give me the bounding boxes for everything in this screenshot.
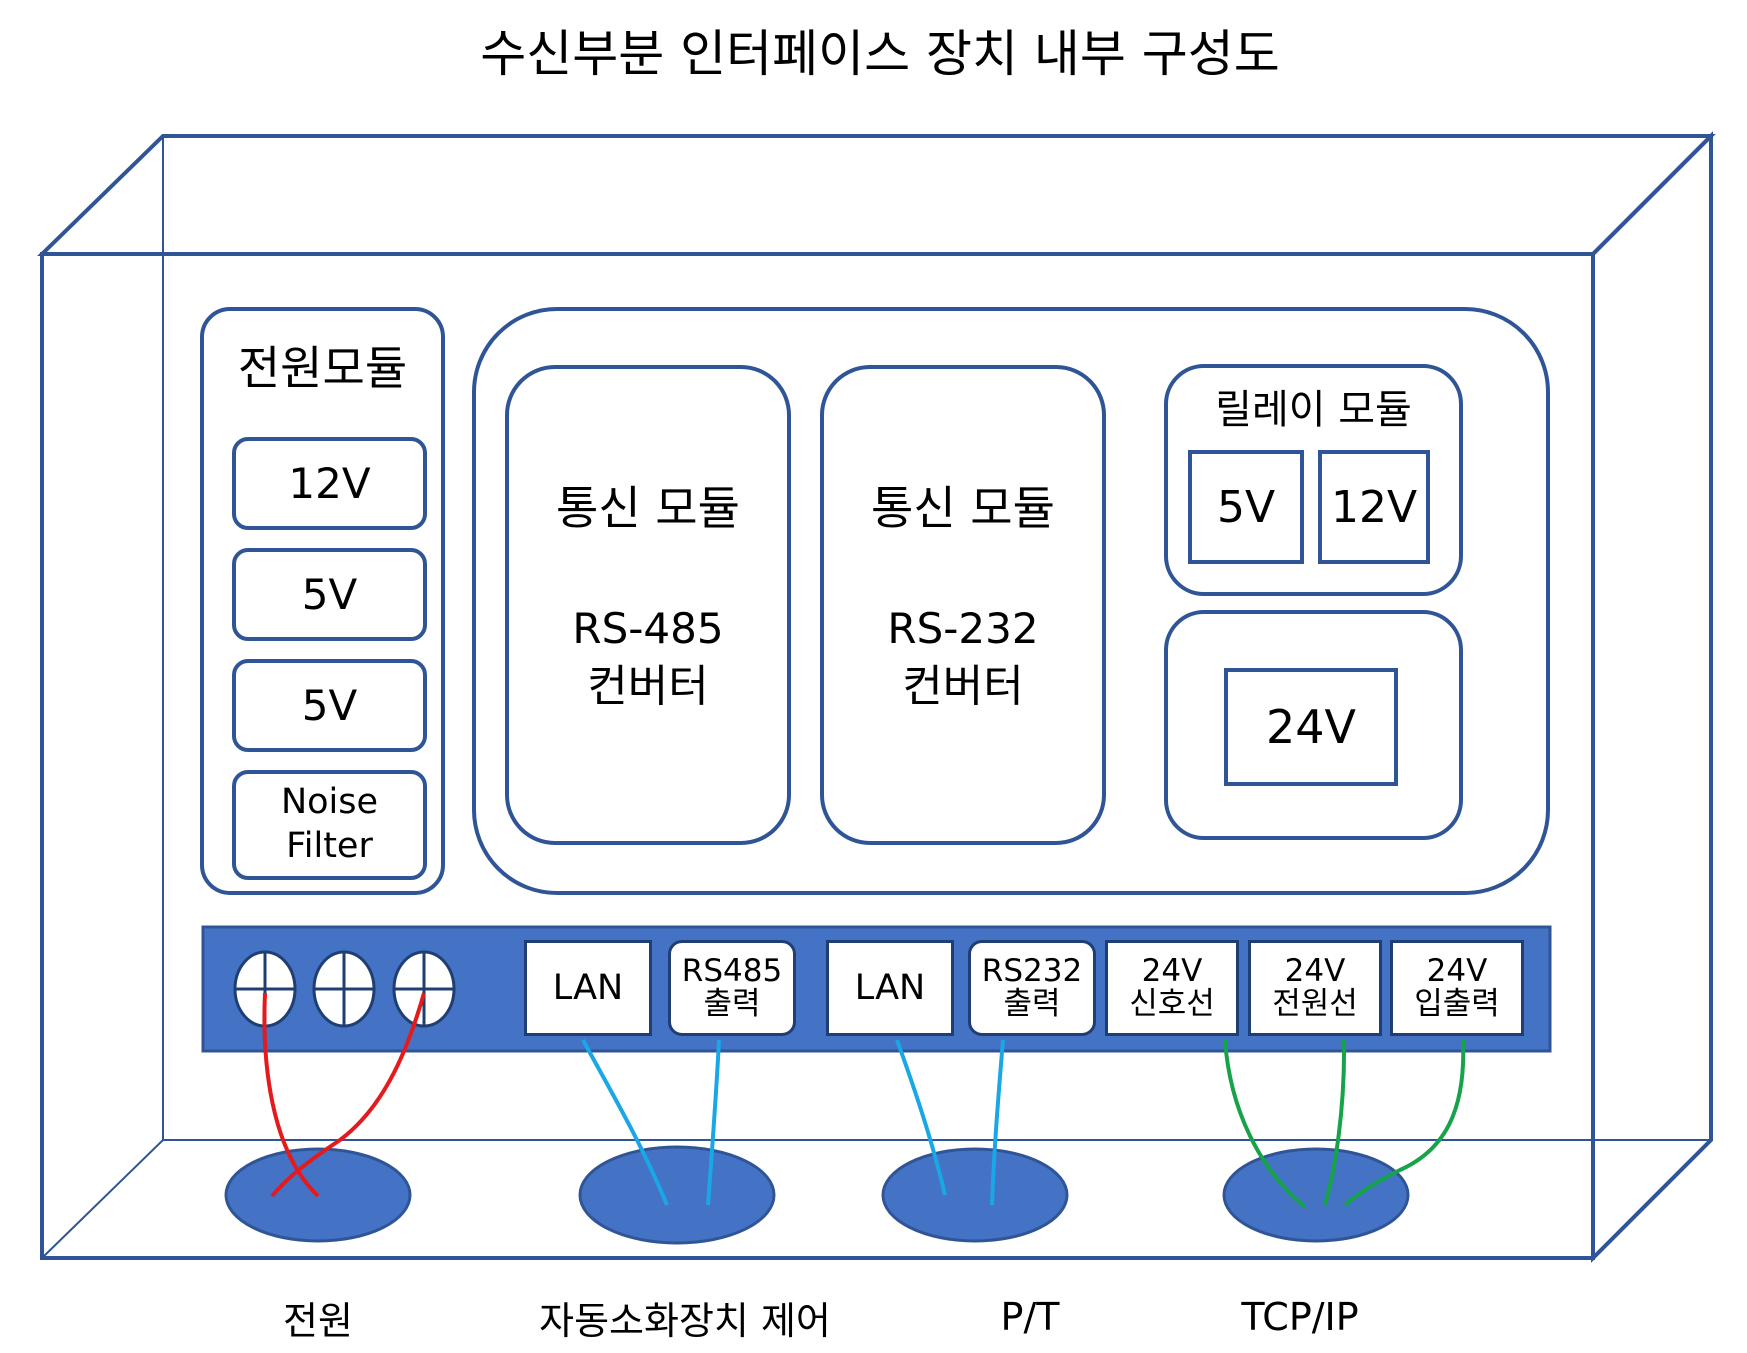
relay-12v: 12V bbox=[1318, 450, 1430, 564]
port-label: 24V bbox=[1284, 953, 1346, 990]
port-label: 신호선 bbox=[1129, 986, 1215, 1022]
tcpip-wire bbox=[1223, 1039, 1307, 1209]
enclosure-right-face bbox=[1591, 131, 1713, 1263]
comm-module-converter: 컨버터 bbox=[902, 661, 1024, 712]
comm-module-title: 통신 모듈 bbox=[556, 481, 740, 535]
port-rs485-out: RS485 출력 bbox=[668, 940, 796, 1036]
port-label: 출력 bbox=[1003, 986, 1061, 1022]
port-label: LAN bbox=[854, 967, 926, 1008]
relay-module-title: 릴레이 모듈 bbox=[1215, 387, 1412, 433]
enclosure-front-face bbox=[40, 252, 1595, 1260]
port-rs232-out: RS232 출력 bbox=[968, 940, 1096, 1036]
comm-module-rs232 bbox=[820, 365, 1106, 845]
power-24v: 24V bbox=[1224, 668, 1398, 786]
comm-module-title: 통신 모듈 bbox=[871, 481, 1055, 535]
power-wire bbox=[262, 992, 320, 1198]
cable-label-power: 전원 bbox=[283, 1298, 353, 1343]
screw-terminal bbox=[392, 950, 456, 1028]
cable-label-pt: P/T bbox=[1000, 1295, 1060, 1339]
rs485-wire bbox=[706, 1039, 721, 1206]
cable-label-fire-control: 자동소화장치 제어 bbox=[539, 1298, 831, 1343]
comm-module-protocol: RS-232 bbox=[887, 603, 1039, 653]
comm-module-rs485 bbox=[505, 365, 791, 845]
power-module-title: 전원모듈 bbox=[237, 341, 408, 395]
port-label: 24V bbox=[1141, 953, 1203, 990]
cable-hole-pt bbox=[881, 1147, 1069, 1243]
comm-module-converter: 컨버터 bbox=[587, 661, 709, 712]
power-5v: 5V bbox=[232, 548, 427, 641]
power-5v: 5V bbox=[232, 659, 427, 752]
relay-5v: 5V bbox=[1188, 450, 1304, 564]
port-lan: LAN bbox=[826, 940, 954, 1036]
enclosure-bottom-edge bbox=[41, 1139, 164, 1259]
tcpip-wire bbox=[1343, 1039, 1466, 1207]
rs232-wire bbox=[990, 1039, 1005, 1206]
port-label: 24V bbox=[1426, 953, 1488, 990]
comm-module-protocol: RS-485 bbox=[572, 603, 724, 653]
diagram-title: 수신부분 인터페이스 장치 내부 구성도 bbox=[480, 25, 1280, 83]
port-label: 출력 bbox=[703, 986, 761, 1022]
port-label: 전원선 bbox=[1272, 986, 1358, 1022]
noise-filter: Noise Filter bbox=[232, 770, 427, 880]
power-12v: 12V bbox=[232, 437, 427, 530]
port-label: RS232 bbox=[981, 953, 1083, 990]
screw-terminal bbox=[312, 950, 376, 1028]
port-24v-signal: 24V 신호선 bbox=[1105, 940, 1239, 1036]
enclosure-top-face bbox=[37, 134, 1716, 256]
rs232-wire bbox=[895, 1039, 947, 1196]
port-label: 입출력 bbox=[1414, 986, 1500, 1022]
cable-hole-tcpip bbox=[1222, 1147, 1410, 1243]
port-24v-power: 24V 전원선 bbox=[1248, 940, 1382, 1036]
cable-label-tcpip: TCP/IP bbox=[1241, 1295, 1359, 1339]
port-24v-io: 24V 입출력 bbox=[1390, 940, 1524, 1036]
port-lan: LAN bbox=[524, 940, 652, 1036]
power-wire bbox=[270, 992, 426, 1198]
rs485-wire bbox=[581, 1039, 669, 1206]
port-label: RS485 bbox=[681, 953, 783, 990]
tcpip-wire bbox=[1323, 1039, 1347, 1206]
cable-hole-fire-control bbox=[578, 1145, 776, 1245]
port-label: LAN bbox=[552, 967, 624, 1008]
